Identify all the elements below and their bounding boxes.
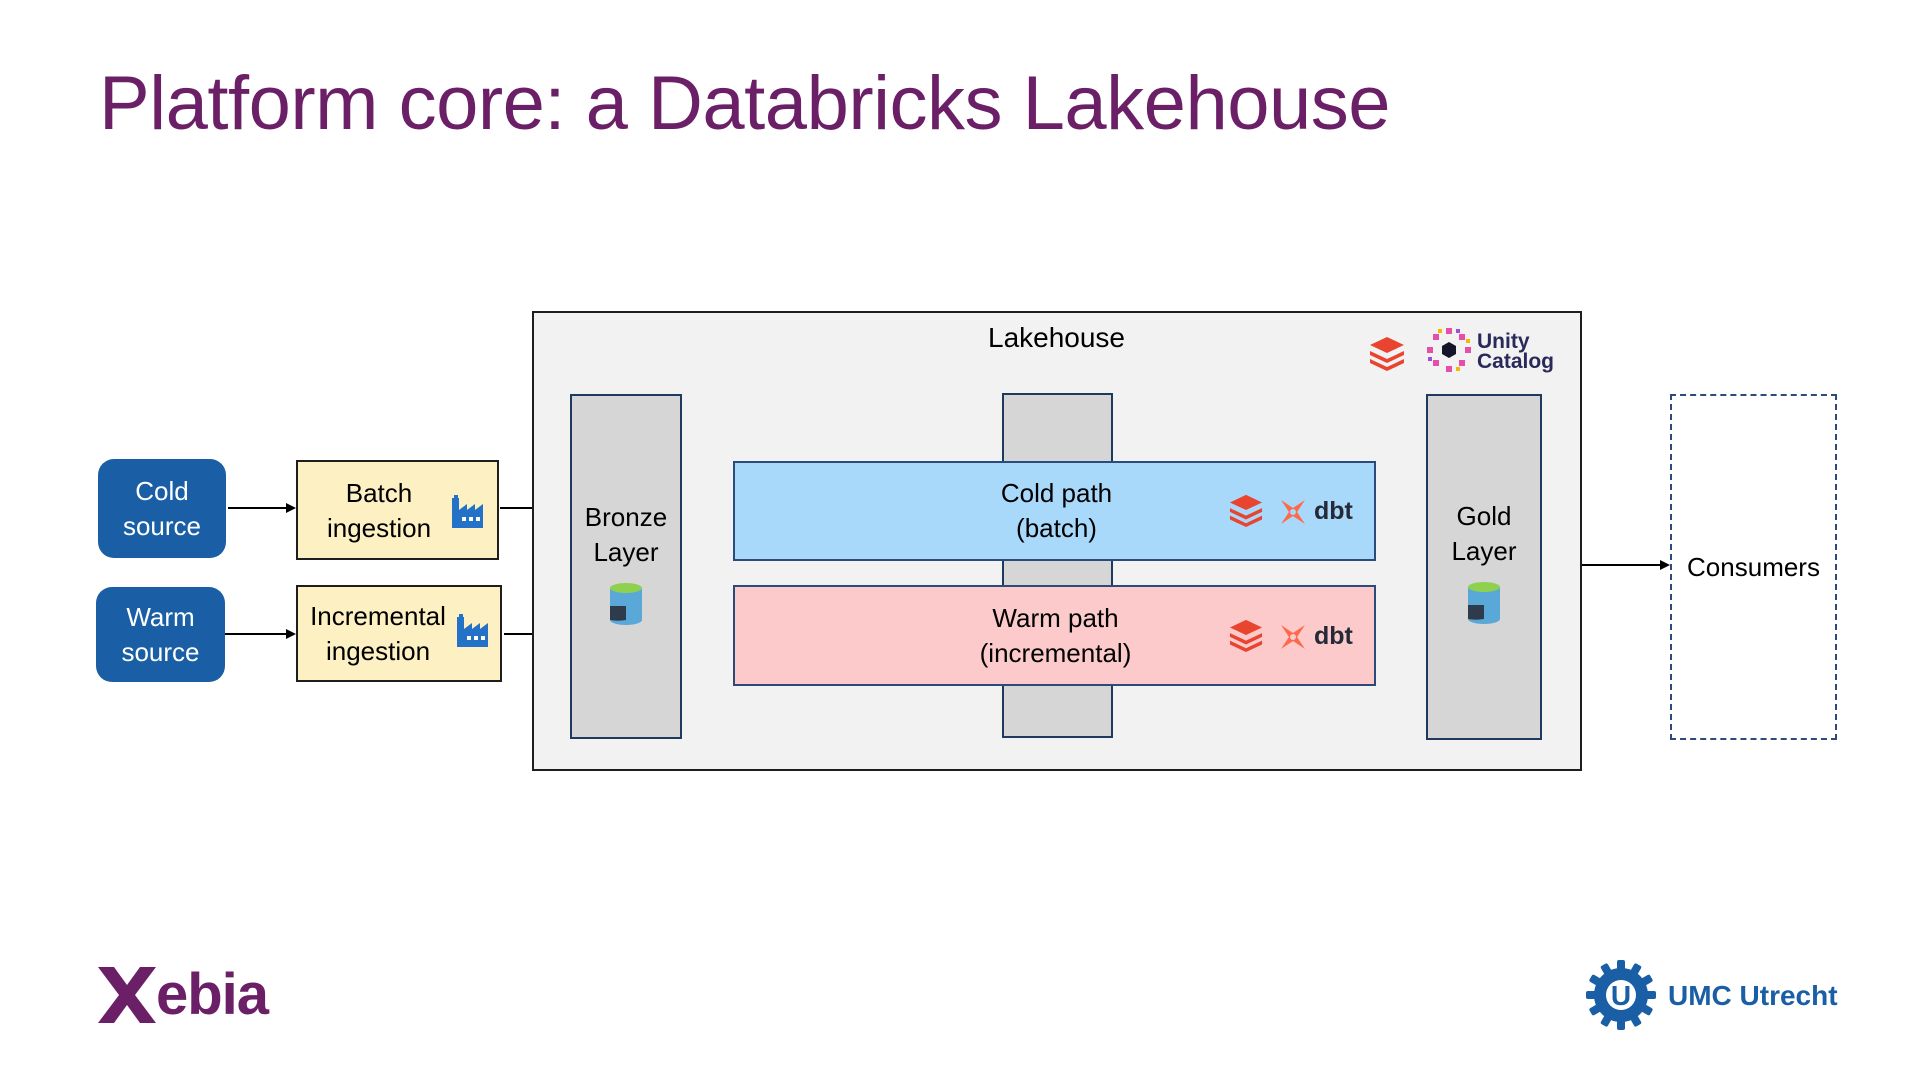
warm-source-box: Warm source — [96, 587, 225, 682]
warm-path-label: Warm path (incremental) — [979, 602, 1132, 668]
incremental-ingestion-label: Incremental ingestion — [310, 601, 446, 666]
unity-catalog-icon — [1427, 328, 1471, 372]
gold-layer-label: Gold Layer — [1451, 501, 1517, 566]
dbt-logo: dbt — [1278, 494, 1353, 529]
dbt-icon — [1281, 499, 1305, 524]
umc-emblem-letter: U — [1611, 980, 1631, 1011]
unity-catalog-line1: Unity — [1477, 330, 1530, 353]
dbt-logo: dbt — [1278, 619, 1353, 654]
cold-path-box: Cold path (batch) dbt — [733, 461, 1376, 561]
xebia-x-icon — [98, 967, 156, 1023]
consumers-label: Consumers — [1687, 551, 1820, 582]
cold-source-box: Cold source — [98, 459, 226, 558]
gold-layer: Gold Layer — [1426, 394, 1542, 740]
batch-ingestion-label: Batch ingestion — [326, 478, 432, 543]
warm-source-label: Warm source — [121, 601, 200, 667]
dbt-icon — [1281, 624, 1305, 649]
shared-middle-pillar — [1002, 393, 1113, 738]
storage-icon — [610, 583, 642, 625]
factory-icon — [457, 614, 488, 647]
dbt-label: dbt — [1314, 622, 1353, 650]
warm-path-box: Warm path (incremental) dbt — [733, 585, 1376, 686]
storage-icon — [1468, 582, 1500, 624]
databricks-logo-icon — [1370, 337, 1404, 371]
cold-source-label: Cold source — [122, 475, 202, 541]
unity-catalog-line2: Catalog — [1477, 350, 1555, 373]
umc-utrecht-emblem-icon: U — [1586, 960, 1656, 1030]
cold-path-label: Cold path (batch) — [1000, 478, 1113, 543]
xebia-logo: Xebia — [156, 962, 269, 1027]
batch-ingestion-box: Batch ingestion — [296, 460, 499, 560]
umc-utrecht-logo-text: UMC Utrecht — [1668, 980, 1838, 1011]
bronze-layer-label: Bronze Layer — [584, 502, 668, 567]
lakehouse-title: Lakehouse — [988, 322, 1126, 353]
incremental-ingestion-box: Incremental ingestion — [296, 585, 502, 682]
databricks-icon — [1229, 494, 1263, 527]
dbt-label: dbt — [1314, 497, 1353, 525]
consumers-box: Consumers — [1670, 394, 1837, 740]
page-title: Platform core: a Databricks Lakehouse — [99, 61, 1391, 146]
factory-icon — [452, 495, 483, 528]
bronze-layer: Bronze Layer — [570, 394, 682, 739]
databricks-icon — [1229, 619, 1263, 652]
